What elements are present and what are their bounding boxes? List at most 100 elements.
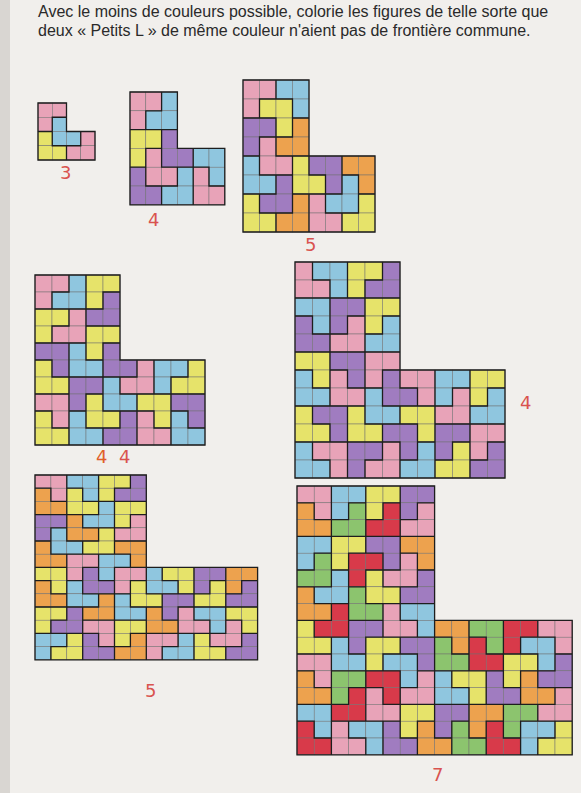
- tile-cell: [383, 587, 400, 604]
- tile-cell: [331, 587, 348, 604]
- tile-cell: [115, 475, 131, 488]
- tile-cell: [348, 262, 366, 280]
- tile-cell: [309, 194, 326, 213]
- tile-cell: [242, 567, 258, 580]
- tile-cell: [314, 620, 331, 637]
- tile-cell: [276, 194, 293, 213]
- tile-cell: [52, 132, 66, 146]
- tile-cell: [452, 704, 469, 721]
- tile-cell: [359, 175, 376, 194]
- tile-cell: [342, 175, 359, 194]
- tile-cell: [383, 486, 400, 503]
- tile-cell: [297, 721, 314, 738]
- tile-cell: [243, 118, 260, 137]
- tile-cell: [331, 503, 348, 520]
- tile-cell: [418, 460, 436, 478]
- tile-cell: [313, 298, 331, 316]
- tile-cell: [521, 721, 538, 738]
- tile-cell: [453, 424, 471, 442]
- tile-cell: [210, 567, 226, 580]
- tile-cell: [503, 654, 520, 671]
- l-figure: [243, 80, 375, 232]
- tile-cell: [435, 688, 452, 705]
- tile-cell: [469, 721, 486, 738]
- tile-cell: [383, 334, 401, 352]
- tile-cell: [193, 167, 209, 186]
- tile-cell: [276, 156, 293, 175]
- tile-cell: [330, 352, 348, 370]
- tile-cell: [67, 647, 83, 660]
- tile-cell: [293, 213, 310, 232]
- tile-cell: [349, 704, 366, 721]
- tile-cell: [115, 567, 131, 580]
- tile-cell: [115, 488, 131, 501]
- tile-cell: [453, 406, 471, 424]
- tile-cell: [243, 194, 260, 213]
- tile-cell: [470, 424, 488, 442]
- handwritten-number: 4: [119, 446, 130, 467]
- tile-cell: [359, 213, 376, 232]
- tile-cell: [35, 360, 52, 377]
- tile-cell: [130, 620, 146, 633]
- tile-cell: [435, 637, 452, 654]
- tile-cell: [293, 80, 310, 99]
- tile-cell: [326, 175, 343, 194]
- tile-cell: [293, 194, 310, 213]
- tile-cell: [210, 607, 226, 620]
- tile-cell: [209, 186, 225, 205]
- tile-cell: [400, 738, 417, 755]
- tile-cell: [521, 654, 538, 671]
- tile-cell: [69, 292, 86, 309]
- tile-cell: [331, 620, 348, 637]
- tile-cell: [162, 92, 178, 111]
- tile-cell: [51, 567, 67, 580]
- tile-cell: [470, 370, 488, 388]
- tile-cell: [521, 637, 538, 654]
- tile-cell: [538, 620, 555, 637]
- tile-cell: [115, 554, 131, 567]
- tile-cell: [260, 137, 277, 156]
- handwritten-number: 7: [432, 764, 443, 785]
- tile-cell: [383, 520, 400, 537]
- tile-cell: [297, 570, 314, 587]
- tile-cell: [555, 704, 572, 721]
- tile-cell: [469, 704, 486, 721]
- tile-cell: [331, 536, 348, 553]
- tile-cell: [243, 156, 260, 175]
- tile-cell: [188, 377, 205, 394]
- tile-cell: [35, 394, 52, 411]
- tile-cell: [154, 394, 171, 411]
- tile-cell: [130, 567, 146, 580]
- tile-cell: [67, 132, 81, 146]
- tile-cell: [86, 411, 103, 428]
- tile-cell: [538, 738, 555, 755]
- tile-cell: [210, 594, 226, 607]
- tile-cell: [383, 280, 401, 298]
- tile-cell: [383, 671, 400, 688]
- tile-cell: [83, 647, 99, 660]
- tile-cell: [297, 604, 314, 621]
- tile-cell: [293, 137, 310, 156]
- piece-border: [130, 92, 225, 205]
- tile-cell: [400, 671, 417, 688]
- tile-cell: [400, 370, 418, 388]
- tile-cell: [188, 394, 205, 411]
- tile-cell: [435, 460, 453, 478]
- tile-cell: [452, 671, 469, 688]
- tile-cell: [326, 213, 343, 232]
- tile-cell: [383, 316, 401, 334]
- tile-cell: [417, 536, 434, 553]
- tile-cell: [486, 688, 503, 705]
- tile-cell: [400, 388, 418, 406]
- tile-cell: [260, 99, 277, 118]
- tile-cell: [452, 738, 469, 755]
- tile-cell: [470, 442, 488, 460]
- tile-cell: [486, 671, 503, 688]
- tile-cell: [99, 633, 115, 646]
- tile-cell: [313, 460, 331, 478]
- tile-cell: [331, 738, 348, 755]
- tile-cell: [52, 275, 69, 292]
- tile-cell: [330, 406, 348, 424]
- tile-cell: [260, 156, 277, 175]
- tile-cell: [177, 148, 193, 167]
